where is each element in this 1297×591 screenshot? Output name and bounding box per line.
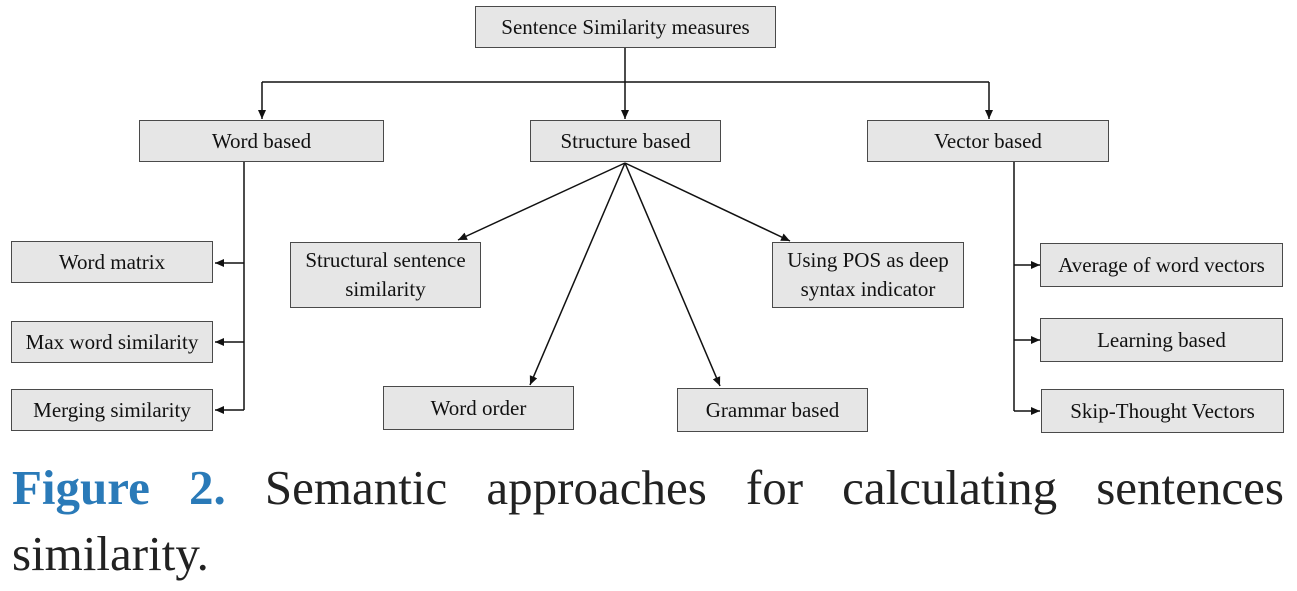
arrow-to-pos-syntax	[624, 162, 791, 242]
arrow-to-word-order	[529, 162, 626, 386]
caption-label: Figure 2.	[12, 460, 226, 515]
figure-caption: Figure 2. Semantic approaches for calcul…	[12, 455, 1284, 587]
arrow-to-grammar-based	[624, 162, 721, 387]
average-word-vectors-node: Average of word vectors	[1040, 243, 1283, 287]
arrow-to-structural-sentence-similarity	[457, 162, 626, 241]
root-node: Sentence Similarity measures	[475, 6, 776, 48]
grammar-based-node: Grammar based	[677, 388, 868, 432]
caption-text: Semantic approaches for calculating sent…	[12, 460, 1284, 581]
merging-similarity-node: Merging similarity	[11, 389, 213, 431]
skip-thought-vectors-node: Skip-Thought Vectors	[1041, 389, 1284, 433]
pos-deep-syntax-node: Using POS as deep syntax indicator	[772, 242, 964, 308]
structure-based-node: Structure based	[530, 120, 721, 162]
word-order-node: Word order	[383, 386, 574, 430]
word-based-node: Word based	[139, 120, 384, 162]
structural-sentence-similarity-node: Structural sentence similarity	[290, 242, 481, 308]
vector-based-node: Vector based	[867, 120, 1109, 162]
max-word-similarity-node: Max word similarity	[11, 321, 213, 363]
learning-based-node: Learning based	[1040, 318, 1283, 362]
connector-layer	[215, 47, 1040, 415]
diagram: Sentence Similarity measures Word based …	[11, 6, 1284, 433]
word-matrix-node: Word matrix	[11, 241, 213, 283]
